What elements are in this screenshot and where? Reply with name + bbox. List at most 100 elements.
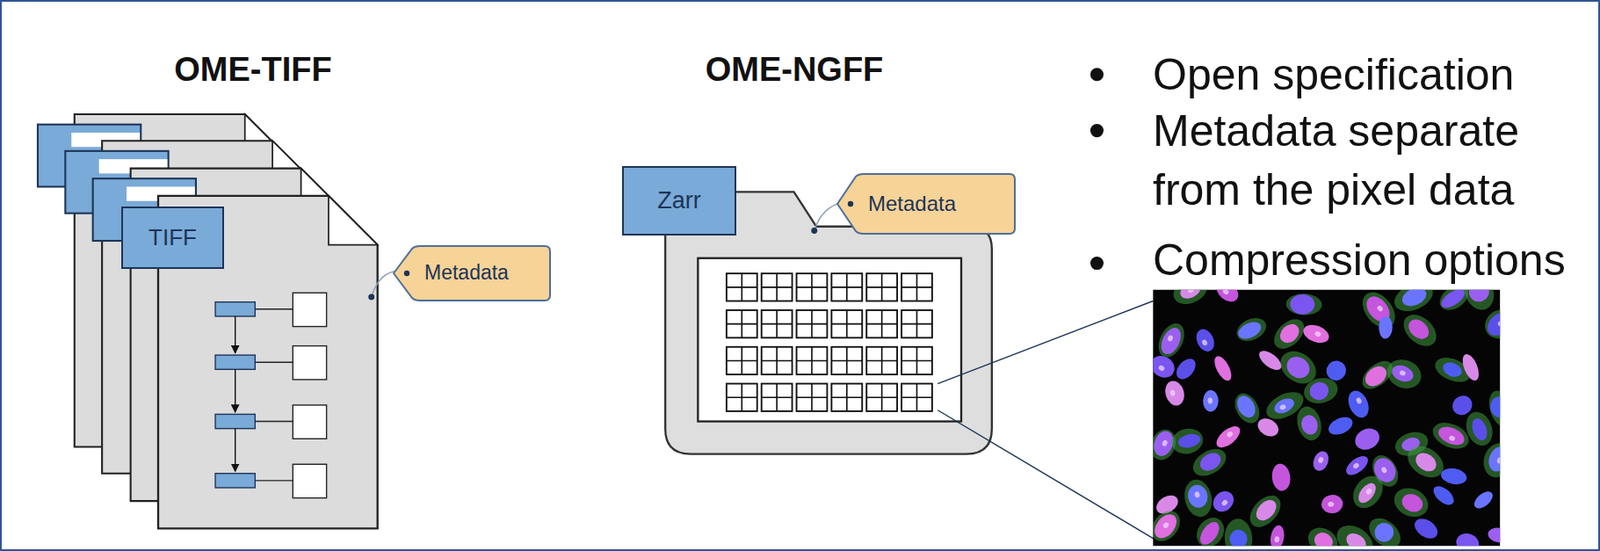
metadata-tag: Metadata <box>392 245 551 302</box>
cell <box>1346 470 1390 515</box>
cell <box>1222 289 1231 297</box>
chunk-array <box>697 258 962 422</box>
cell <box>1344 387 1373 421</box>
cell <box>1162 378 1188 408</box>
cell <box>1361 361 1391 391</box>
tag-eyelet <box>368 293 375 300</box>
chunk <box>901 273 933 301</box>
chunk <box>831 310 862 338</box>
chunk <box>831 323 862 326</box>
chunk <box>796 383 828 412</box>
cell <box>1191 512 1231 546</box>
ifd-chain <box>215 292 327 498</box>
cell <box>1186 483 1210 510</box>
chunk <box>761 383 793 412</box>
cell <box>1483 307 1500 341</box>
cell <box>1354 479 1379 507</box>
cell <box>1303 522 1342 547</box>
cell <box>1169 289 1212 310</box>
cell <box>1293 403 1325 443</box>
cell <box>1430 482 1458 509</box>
chunk <box>866 273 898 301</box>
cell <box>1399 289 1430 310</box>
cell <box>1172 354 1200 384</box>
cell <box>1187 443 1231 482</box>
ifd-link <box>254 308 293 310</box>
tiff-tab: TIFF <box>121 206 225 269</box>
cell <box>1459 289 1499 315</box>
cell <box>1459 351 1483 383</box>
cell <box>1212 289 1243 306</box>
cell <box>1212 289 1243 306</box>
cell <box>1355 289 1402 334</box>
bullet-dot <box>1090 256 1104 270</box>
cell <box>1462 407 1498 449</box>
cell <box>1375 304 1384 313</box>
cell <box>1378 316 1393 340</box>
cell <box>1310 448 1332 473</box>
cell <box>1212 422 1244 452</box>
cell <box>1162 378 1188 408</box>
chunk <box>831 273 862 301</box>
cell <box>1194 491 1201 499</box>
bullet-text: Compression options <box>1152 233 1566 287</box>
cell <box>1210 353 1235 384</box>
chunk <box>796 396 828 399</box>
chunk <box>901 310 933 338</box>
cell <box>1440 359 1464 379</box>
chunk <box>761 323 793 326</box>
cell <box>1191 512 1231 546</box>
chunk <box>761 310 793 338</box>
cell <box>1187 289 1195 294</box>
chunk <box>831 383 862 412</box>
cell <box>1453 529 1483 546</box>
chunk <box>726 347 758 375</box>
cell <box>1301 374 1340 406</box>
bullet-text: Open specification <box>1152 48 1514 102</box>
cell <box>1411 514 1441 543</box>
cell <box>1152 351 1179 383</box>
cell <box>1390 482 1434 522</box>
ifd-link <box>254 361 293 362</box>
cell <box>1223 517 1254 546</box>
tab-label: TIFF <box>148 224 197 252</box>
bullet-text: Metadata separate from the pixel data <box>1152 101 1575 220</box>
tag-text: Metadata <box>868 191 956 218</box>
chunk <box>831 347 862 375</box>
cell <box>1161 439 1169 447</box>
cell <box>1252 496 1281 525</box>
chunk <box>796 273 828 301</box>
cell <box>1363 512 1407 546</box>
cell <box>1390 289 1437 317</box>
ifd-block <box>215 354 255 370</box>
image-plane <box>292 346 326 380</box>
cell <box>1153 318 1190 362</box>
cell <box>1314 330 1323 338</box>
cell <box>1428 417 1473 454</box>
chunk <box>866 310 898 338</box>
cell-image <box>1145 269 1521 551</box>
cell <box>1196 448 1224 474</box>
cell <box>1355 397 1363 406</box>
cell <box>1397 308 1443 353</box>
image-plane <box>292 463 326 498</box>
cell <box>1235 318 1264 343</box>
chunk <box>831 347 862 375</box>
cell <box>1398 491 1426 516</box>
chunk <box>726 273 758 301</box>
cell <box>1497 319 1501 328</box>
cell <box>1462 407 1498 449</box>
cell <box>1210 353 1235 384</box>
cell <box>1411 448 1440 475</box>
page-fold <box>328 195 378 246</box>
cell <box>1310 448 1332 473</box>
cell <box>1229 528 1248 546</box>
cell <box>1225 430 1234 439</box>
cell <box>1496 456 1500 464</box>
cell <box>1320 493 1344 515</box>
chunk-grid <box>726 273 933 412</box>
cell <box>1178 289 1204 302</box>
chunk <box>866 383 898 412</box>
cell <box>1438 289 1469 312</box>
